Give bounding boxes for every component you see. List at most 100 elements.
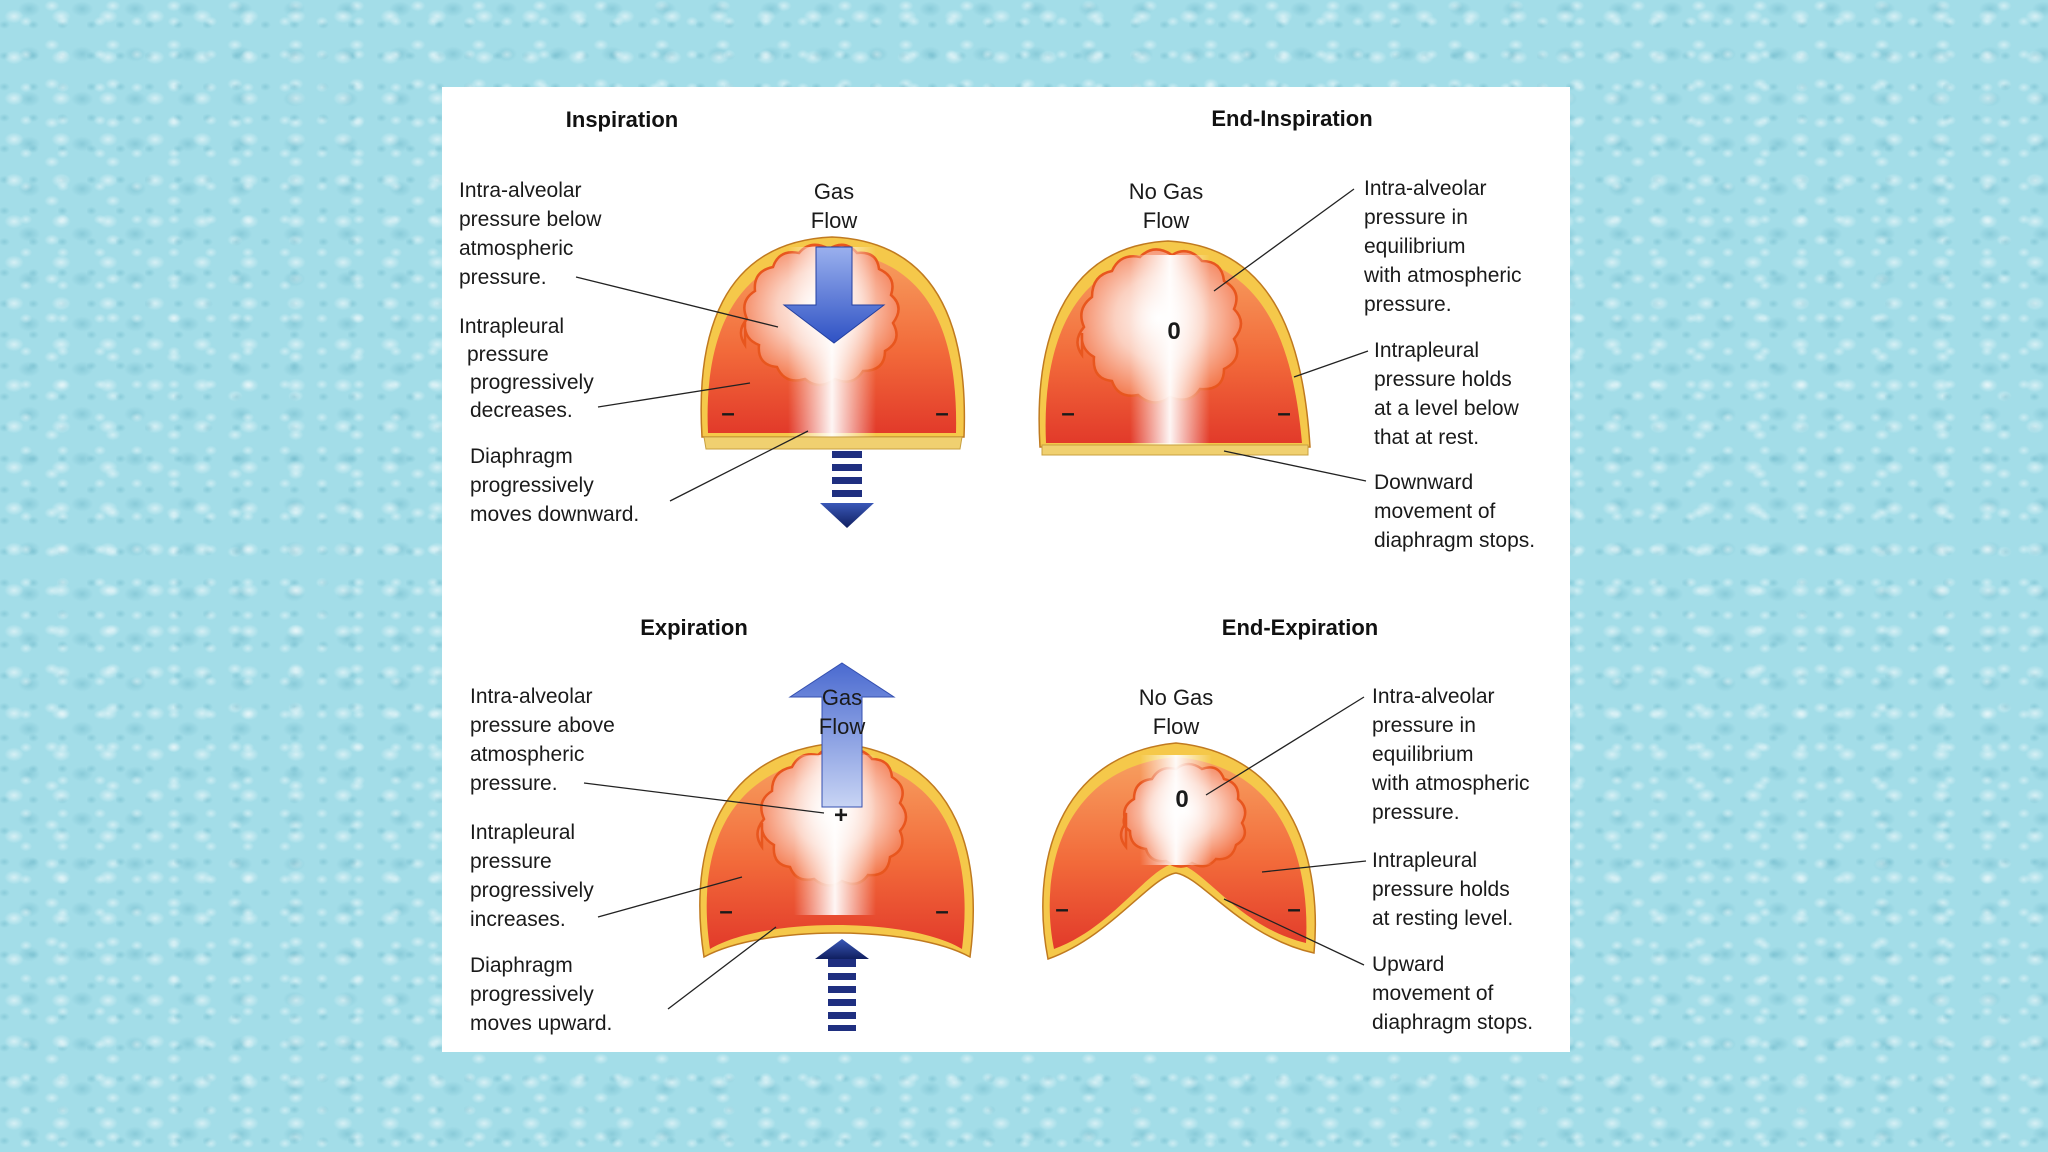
inspiration-pleural-line-3: progressively	[470, 371, 594, 394]
end-inspiration-alveolar-line-2: pressure in	[1364, 206, 1468, 229]
inspiration-alveolar-line-4: pressure.	[459, 266, 547, 289]
end-expiration-flow-label-1: No Gas	[1139, 685, 1214, 710]
inspiration-flow-label-1: Gas	[814, 179, 854, 204]
end-expiration-pleural-line-3: at resting level.	[1372, 907, 1513, 930]
end-inspiration-alveolar-value: 0	[1167, 318, 1180, 345]
end-expiration-pleural-label: Intrapleural pressure holds at resting l…	[1372, 849, 1513, 930]
inspiration-alveolar-line-1: Intra-alveolar	[459, 179, 582, 202]
end-inspiration-alveolar-line-4: with atmospheric	[1363, 264, 1522, 287]
end-expiration-diaphragm-line-2: movement of	[1372, 982, 1494, 1005]
inspiration-alveolar-leader	[575, 276, 779, 328]
end-expiration-pleural-sign-right: –	[1287, 896, 1300, 923]
expiration-pleural-sign-left: –	[719, 898, 732, 925]
expiration-pleural-line-2: pressure	[470, 850, 552, 873]
end-inspiration-pleural-label: Intrapleural pressure holds at a level b…	[1374, 339, 1520, 449]
end-expiration-alveolar-line-2: pressure in	[1372, 714, 1476, 737]
end-inspiration-flow-label-2: Flow	[1143, 208, 1190, 233]
inspiration-panel: Inspiration – – Gas Flow Intra-alveolar …	[459, 107, 966, 528]
end-inspiration-alveolar-line-1: Intra-alveolar	[1364, 177, 1487, 200]
expiration-diaphragm-label: Diaphragm progressively moves upward.	[470, 954, 612, 1035]
inspiration-diaphragm-line-3: moves downward.	[470, 503, 639, 526]
expiration-lung: + – –	[699, 742, 975, 959]
end-inspiration-diaphragm-leader	[1223, 450, 1367, 482]
end-expiration-alveolar-line-5: pressure.	[1372, 801, 1460, 824]
expiration-alveolar-label: Intra-alveolar pressure above atmospheri…	[470, 685, 615, 795]
end-expiration-pleural-line-2: pressure holds	[1372, 878, 1510, 901]
inspiration-diaphragm-arrow	[820, 451, 874, 528]
expiration-flow-label-2: Flow	[819, 714, 866, 739]
end-inspiration-alveolar-line-3: equilibrium	[1364, 235, 1466, 258]
end-inspiration-pleural-sign-left: –	[1061, 400, 1074, 427]
inspiration-title: Inspiration	[566, 107, 678, 132]
expiration-diaphragm-leader	[667, 926, 777, 1010]
end-inspiration-title: End-Inspiration	[1211, 106, 1372, 131]
end-inspiration-lung: 0 – –	[1038, 240, 1311, 456]
inspiration-pleural-label: Intrapleural pressure progressively decr…	[459, 315, 594, 422]
expiration-diaphragm-line-3: moves upward.	[470, 1012, 612, 1035]
inspiration-alveolar-line-2: pressure below	[459, 208, 602, 231]
end-inspiration-pleural-line-4: that at rest.	[1374, 426, 1479, 449]
end-inspiration-diaphragm-line-1: Downward	[1374, 471, 1473, 494]
end-expiration-diaphragm-line-3: diaphragm stops.	[1372, 1011, 1533, 1034]
expiration-alveolar-line-3: atmospheric	[470, 743, 584, 766]
inspiration-flow-label-2: Flow	[811, 208, 858, 233]
end-inspiration-diaphragm-line-3: diaphragm stops.	[1374, 529, 1535, 552]
expiration-diaphragm-line-2: progressively	[470, 983, 594, 1006]
slide-panel: Inspiration – – Gas Flow Intra-alveolar …	[442, 87, 1570, 1052]
end-expiration-alveolar-line-3: equilibrium	[1372, 743, 1474, 766]
inspiration-diaphragm-label: Diaphragm progressively moves downward.	[470, 445, 639, 526]
inspiration-diaphragm-line-2: progressively	[470, 474, 594, 497]
expiration-pleural-line-3: progressively	[470, 879, 594, 902]
end-expiration-alveolar-line-4: with atmospheric	[1371, 772, 1530, 795]
end-expiration-title: End-Expiration	[1222, 615, 1378, 640]
expiration-pleural-line-1: Intrapleural	[470, 821, 575, 844]
expiration-gas-flow-arrow	[788, 662, 896, 808]
end-inspiration-alveolar-line-5: pressure.	[1364, 293, 1452, 316]
expiration-diaphragm-line-1: Diaphragm	[470, 954, 573, 977]
end-expiration-pleural-line-1: Intrapleural	[1372, 849, 1477, 872]
expiration-pleural-label: Intrapleural pressure progressively incr…	[470, 821, 594, 931]
end-expiration-diaphragm-line-1: Upward	[1372, 953, 1444, 976]
end-inspiration-alveolar-label: Intra-alveolar pressure in equilibrium w…	[1363, 177, 1522, 316]
end-inspiration-flow-label-1: No Gas	[1129, 179, 1204, 204]
inspiration-gas-flow-arrow	[782, 246, 886, 344]
inspiration-diaphragm-leader	[669, 430, 809, 502]
inspiration-pleural-line-1: Intrapleural	[459, 315, 564, 338]
expiration-alveolar-sign: +	[834, 802, 848, 829]
end-expiration-lung: 0 – –	[1042, 742, 1317, 960]
inspiration-pleural-line-2: pressure	[467, 343, 549, 366]
end-expiration-alveolar-value: 0	[1175, 786, 1188, 813]
inspiration-alveolar-label: Intra-alveolar pressure below atmospheri…	[459, 179, 602, 289]
end-expiration-flow-label-2: Flow	[1153, 714, 1200, 739]
inspiration-pleural-sign-left: –	[721, 400, 734, 427]
inspiration-pleural-leader	[597, 382, 751, 408]
expiration-pleural-line-4: increases.	[470, 908, 566, 931]
end-inspiration-alveolar-leader	[1213, 188, 1355, 292]
inspiration-pleural-sign-right: –	[935, 400, 948, 427]
end-expiration-pleural-leader	[1261, 860, 1367, 873]
end-inspiration-diaphragm-label: Downward movement of diaphragm stops.	[1374, 471, 1535, 552]
expiration-title: Expiration	[640, 615, 748, 640]
end-inspiration-panel: End-Inspiration 0 – – No Gas Flow Intra-…	[1038, 106, 1535, 552]
end-expiration-alveolar-line-1: Intra-alveolar	[1372, 685, 1495, 708]
expiration-alveolar-line-1: Intra-alveolar	[470, 685, 593, 708]
respiration-diagram: Inspiration – – Gas Flow Intra-alveolar …	[459, 106, 1535, 1035]
end-inspiration-pleural-line-1: Intrapleural	[1374, 339, 1479, 362]
expiration-alveolar-line-2: pressure above	[470, 714, 615, 737]
inspiration-pleural-line-4: decreases.	[470, 399, 573, 422]
end-inspiration-pleural-line-2: pressure holds	[1374, 368, 1512, 391]
end-inspiration-pleural-sign-right: –	[1277, 400, 1290, 427]
expiration-pleural-leader	[597, 876, 743, 918]
inspiration-diaphragm-line-1: Diaphragm	[470, 445, 573, 468]
end-expiration-pleural-sign-left: –	[1055, 896, 1068, 923]
inspiration-alveolar-line-3: atmospheric	[459, 237, 573, 260]
end-inspiration-pleural-line-3: at a level below	[1374, 397, 1520, 420]
end-inspiration-pleural-leader	[1293, 350, 1369, 378]
end-expiration-diaphragm-label: Upward movement of diaphragm stops.	[1372, 953, 1533, 1034]
expiration-alveolar-line-4: pressure.	[470, 772, 558, 795]
expiration-flow-label-1: Gas	[822, 685, 862, 710]
end-inspiration-diaphragm-line-2: movement of	[1374, 500, 1496, 523]
end-expiration-alveolar-leader	[1205, 696, 1365, 796]
end-expiration-diaphragm-leader	[1223, 898, 1365, 966]
end-expiration-panel: End-Expiration 0 – – No Gas Flow Intra-a…	[1042, 615, 1533, 1034]
